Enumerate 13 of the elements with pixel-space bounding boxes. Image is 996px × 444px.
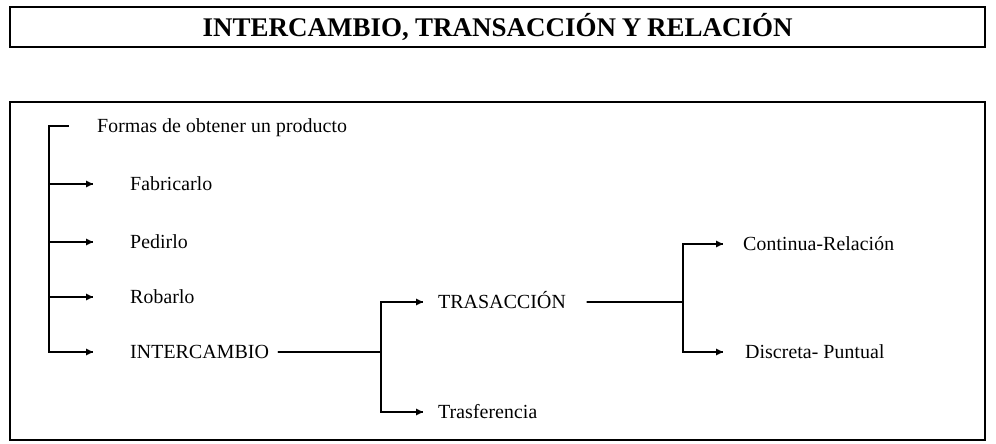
title: INTERCAMBIO, TRANSACCIÓN Y RELACIÓN xyxy=(202,12,793,42)
node-label: Robarlo xyxy=(93,285,194,309)
node-label: Fabricarlo xyxy=(93,172,212,196)
node-label: Pedirlo xyxy=(93,230,188,254)
node-label: TRASACCIÓN xyxy=(423,290,587,314)
node-label: Formas de obtener un producto xyxy=(69,114,347,138)
arrow xyxy=(278,351,423,416)
node-label: Trasferencia xyxy=(423,400,538,424)
node-label: Discreta- Puntual xyxy=(723,340,884,364)
arrow xyxy=(586,301,723,356)
node-label: INTERCAMBIO xyxy=(93,340,278,364)
node-label: Continua-Relación xyxy=(723,232,894,256)
arrow xyxy=(48,125,93,356)
